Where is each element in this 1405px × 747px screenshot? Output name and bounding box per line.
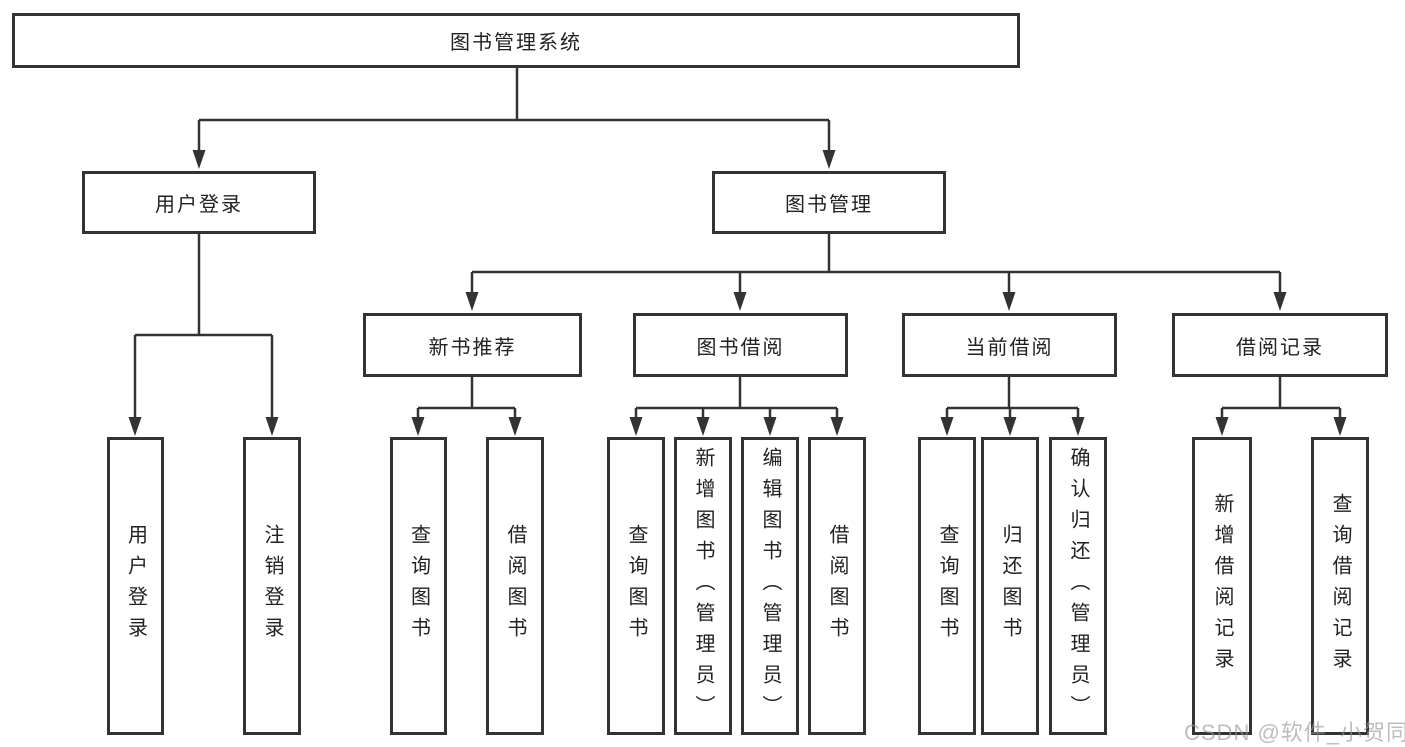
node-label: 图书管理 [785,194,873,216]
arrow-down [1071,417,1085,436]
arrow-down [508,417,522,436]
leaf-edit-books-admin: 编辑图书（管理员） [741,437,799,735]
connector-current-borrow [940,377,1085,436]
leaf-query-borrow-record: 查询借阅记录 [1311,437,1369,735]
node-book-borrow: 图书借阅 [633,313,848,377]
node-label: 借阅图书 [504,524,526,648]
connector-user-login [128,234,279,436]
node-label: 借阅图书 [826,524,848,648]
leaf-borrow-books-recommend: 借阅图书 [486,437,544,735]
node-label: 确认归还（管理员） [1067,446,1089,726]
node-book-management: 图书管理 [712,171,946,234]
node-label: 图书管理系统 [450,32,582,54]
arrow-down [1333,417,1347,436]
node-label: 新书推荐 [428,336,517,359]
arrow-down [940,417,954,436]
node-label: 新增借阅记录 [1211,493,1233,679]
connector-book-management [465,234,1287,311]
node-label: 查询借阅记录 [1329,493,1351,679]
arrow-down [1273,292,1287,311]
leaf-confirm-return-admin: 确认归还（管理员） [1049,437,1107,735]
node-label: 用户登录 [124,524,147,648]
leaf-borrow-books: 借阅图书 [808,437,866,735]
node-root-system: 图书管理系统 [12,13,1020,68]
connector-borrow-records [1215,377,1347,436]
arrow-down [1215,417,1229,436]
csdn-watermark: CSDN @软件_小贺同学 [1184,720,1405,745]
node-borrow-records: 借阅记录 [1172,313,1388,377]
leaf-add-borrow-record: 新增借阅记录 [1192,437,1252,735]
node-new-book-recommend: 新书推荐 [363,313,582,377]
leaf-query-books-borrow: 查询图书 [607,437,665,735]
node-label: 新增图书（管理员） [692,446,714,726]
connector-new-book-recommend [411,377,522,436]
arrow-down [1002,292,1016,311]
node-label: 借阅记录 [1236,336,1324,359]
arrow-down [733,292,747,311]
node-label: 归还图书 [999,524,1021,648]
leaf-logout: 注销登录 [243,437,301,735]
node-label: 用户登录 [155,194,243,216]
arrow-down [763,417,777,436]
arrow-down [465,292,479,311]
node-label: 编辑图书（管理员） [759,446,781,726]
leaf-add-books-admin: 新增图书（管理员） [674,437,732,735]
arrow-down [128,417,142,436]
arrow-down [265,417,279,436]
arrow-down [830,417,844,436]
arrow-down [822,150,836,169]
leaf-query-books-current: 查询图书 [918,437,976,735]
arrow-down [629,417,643,436]
leaf-query-books-recommend: 查询图书 [390,437,447,735]
node-label: 注销登录 [261,524,283,648]
arrow-down [411,417,425,436]
connector-root [192,67,836,169]
node-label: 图书借阅 [696,336,785,359]
leaf-user-login: 用户登录 [107,437,164,735]
connector-book-borrow [629,377,844,436]
node-current-borrow: 当前借阅 [902,313,1117,377]
node-label: 查询图书 [407,524,430,648]
arrow-down [696,417,710,436]
arrow-down [1003,417,1017,436]
leaf-return-books: 归还图书 [981,437,1039,735]
node-user-login: 用户登录 [82,171,316,234]
node-label: 查询图书 [625,524,647,648]
arrow-down [192,150,206,169]
node-label: 当前借阅 [965,336,1054,359]
node-label: 查询图书 [936,524,958,648]
